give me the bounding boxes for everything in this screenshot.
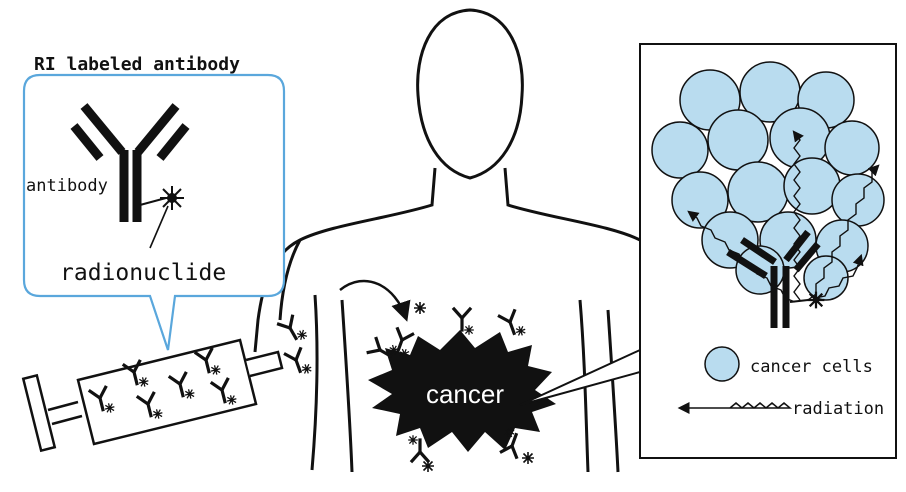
antibody-callout: RI labeled antibody antibody radionuclid… [24,54,284,350]
radionuclide-label: radionuclide [60,260,226,286]
flow-arrow [340,281,406,318]
tumor: cancer [368,330,556,452]
radiation-label: radiation [792,399,884,419]
cancer-cells-label: cancer cells [750,357,873,377]
detail-panel: cancer cells radiation [640,44,896,458]
ri-labeled-antibody-label: RI labeled antibody [34,54,240,75]
cancer-label: cancer [426,379,504,409]
cancer-cells-legend-icon [705,347,739,381]
antibody-label: antibody [26,176,108,196]
syringe [23,340,282,451]
